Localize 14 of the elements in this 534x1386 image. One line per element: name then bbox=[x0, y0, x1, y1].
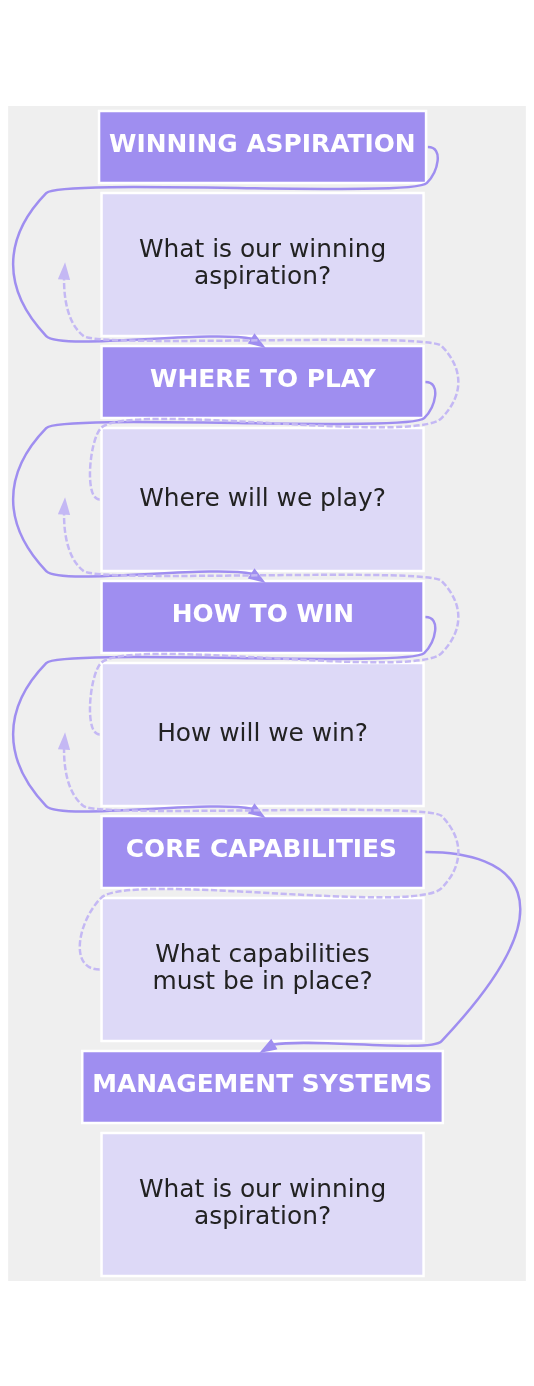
node-box: What is our winning aspiration? bbox=[100, 191, 425, 337]
arrow bbox=[57, 261, 460, 500]
node-box: What is our winning aspiration? bbox=[100, 1131, 425, 1277]
node-box: WHERE TO PLAY bbox=[100, 344, 425, 419]
node-box: What capabilities must be in place? bbox=[100, 896, 425, 1042]
arrow bbox=[57, 731, 460, 971]
node-box: MANAGEMENT SYSTEMS bbox=[81, 1049, 445, 1124]
node-box: WINNING ASPIRATION bbox=[97, 109, 428, 184]
arrow bbox=[57, 496, 460, 735]
node-box: How will we win? bbox=[100, 661, 425, 807]
node-box: Where will we play? bbox=[100, 426, 425, 572]
node-box: HOW TO WIN bbox=[100, 579, 425, 654]
node-box: CORE CAPABILITIES bbox=[100, 814, 425, 889]
arrow bbox=[259, 850, 522, 1053]
